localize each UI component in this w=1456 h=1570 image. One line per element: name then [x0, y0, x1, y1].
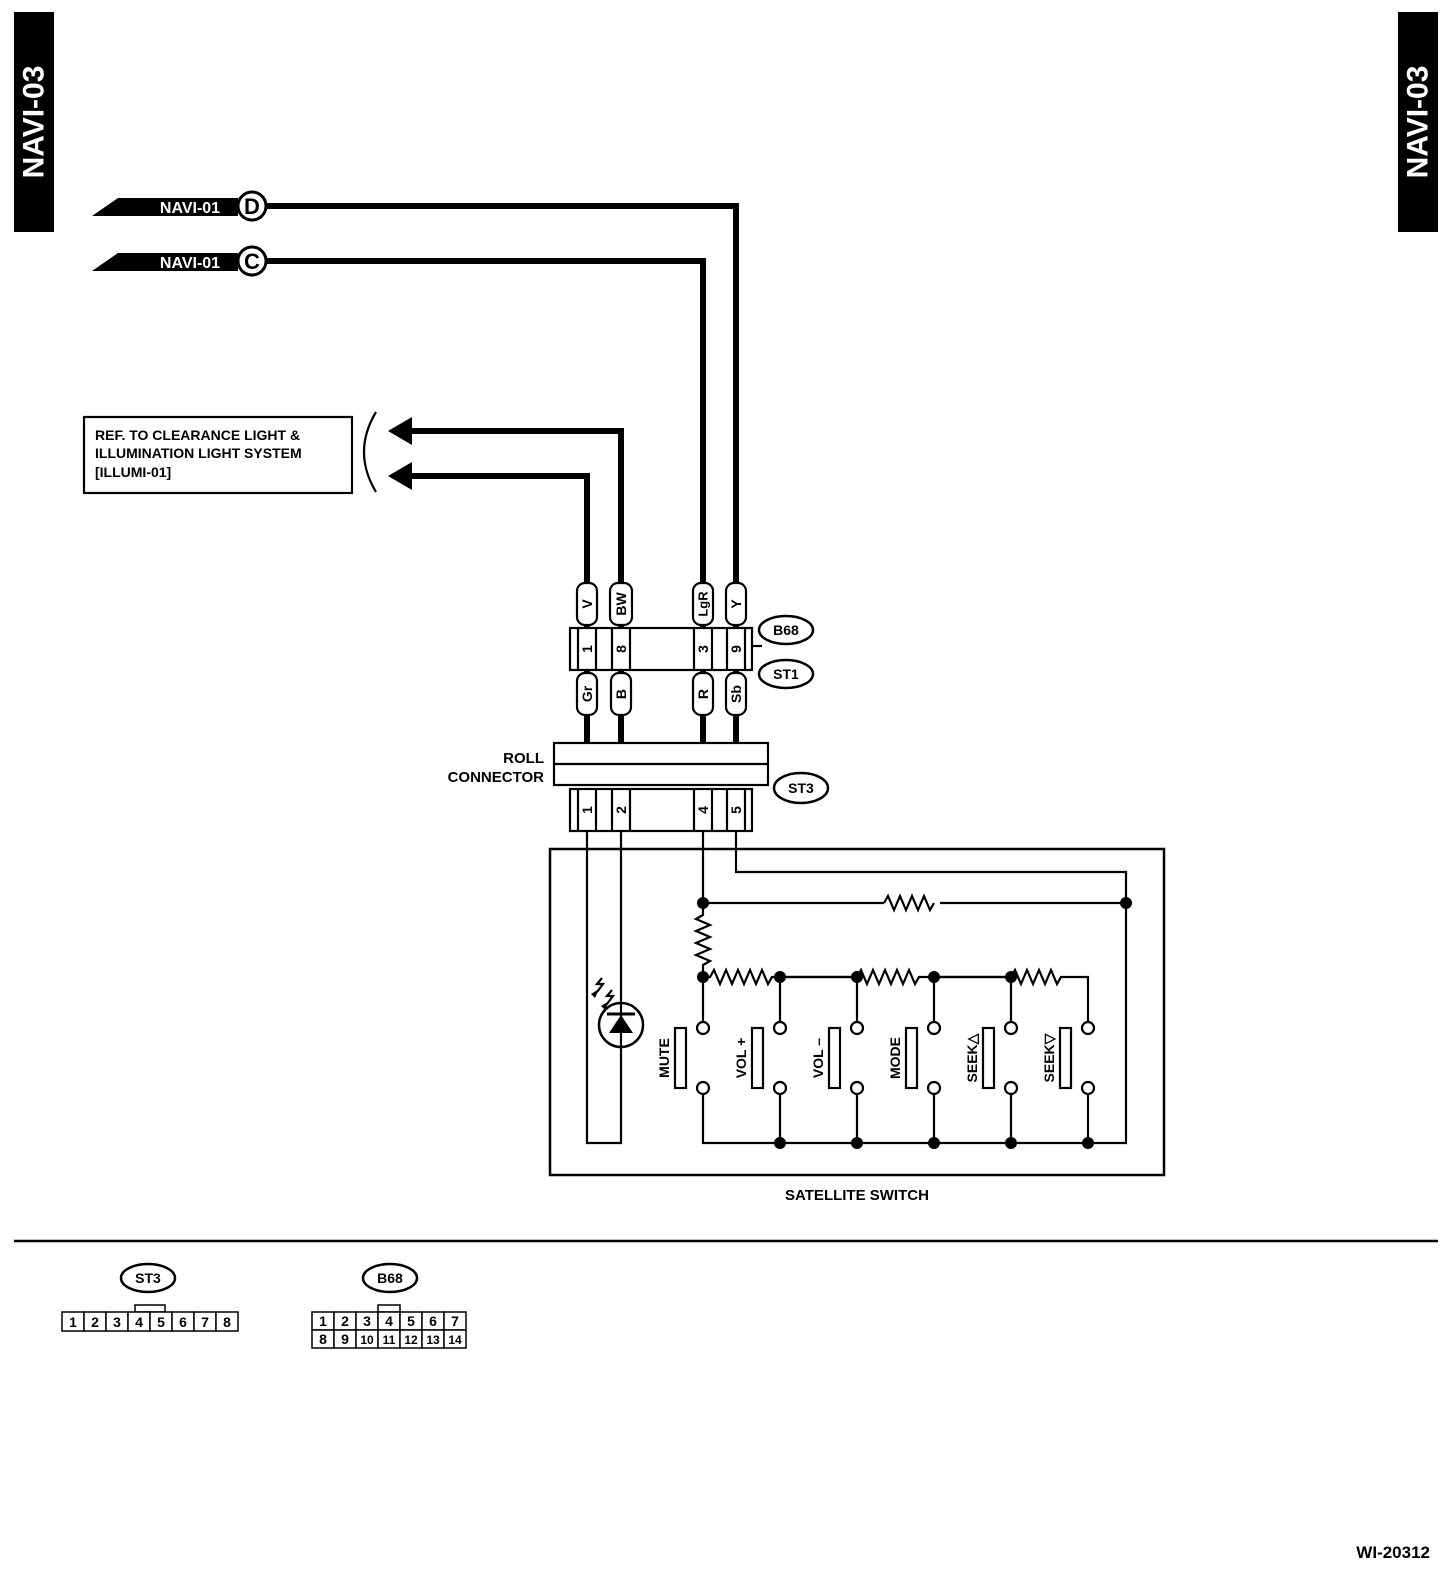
legend-st3-pin: 6	[179, 1314, 187, 1330]
st3-pin-5: 5	[728, 806, 744, 814]
legend-b68-pin: 14	[448, 1333, 462, 1347]
connector-in-d: NAVI-01 D	[92, 190, 268, 222]
reference-box-line1: REF. TO CLEARANCE LIGHT &	[95, 427, 300, 443]
connector-in-c: NAVI-01 C	[92, 245, 268, 277]
legend-st3-pin: 8	[223, 1314, 231, 1330]
side-tab-left-label: NAVI-03	[18, 66, 51, 179]
legend-st3-pin: 3	[113, 1314, 121, 1330]
b68-label: B68	[773, 622, 799, 638]
satellite-switch: SATELLITE SWITCH	[548, 831, 1166, 1204]
b68-pin-8: 8	[613, 645, 629, 653]
reference-box-line2: ILLUMINATION LIGHT SYSTEM	[95, 445, 302, 461]
wire-color-gr: Gr	[579, 685, 595, 702]
wire-color-lgr: LgR	[696, 591, 711, 617]
b68-pin-3: 3	[695, 645, 711, 653]
legend-b68-pin: 13	[426, 1333, 440, 1347]
legend-st3: ST3 1 2 3 4 5 6 7 8	[61, 1262, 239, 1332]
st3-pin-4: 4	[695, 806, 711, 814]
legend-b68-pin: 4	[385, 1313, 393, 1329]
button-vol-minus-label: VOL –	[810, 1038, 826, 1078]
st3-pin-block: 1 2 4 5	[568, 787, 754, 833]
side-tab-left: NAVI-03	[14, 12, 54, 232]
wire-color-v: V	[579, 599, 595, 609]
st1-bottom-wire-labels: Gr B R Sb	[575, 671, 748, 717]
legend-b68-label: B68	[377, 1270, 403, 1286]
legend-b68-pin: 8	[319, 1331, 327, 1347]
legend-b68-pin: 9	[341, 1331, 349, 1347]
roll-connector-label-1: ROLL	[503, 750, 544, 767]
led-icon	[591, 977, 645, 1049]
wire-color-r: R	[695, 689, 711, 699]
legend-b68: B68 1 2 3 4 5 6 7 8 9 10 11 12 13	[311, 1262, 467, 1349]
b68-pin-1: 1	[579, 645, 595, 653]
connector-in-c-letter: C	[244, 249, 260, 274]
wire-color-b: B	[613, 689, 629, 699]
legend-b68-pin: 10	[360, 1333, 374, 1347]
side-tab-right-label: NAVI-03	[1402, 66, 1435, 179]
legend-st3-pin: 2	[91, 1314, 99, 1330]
legend-b68-pin: 6	[429, 1313, 437, 1329]
legend-st3-label: ST3	[135, 1270, 161, 1286]
legend-b68-pin: 3	[363, 1313, 371, 1329]
st3-connector-label: ST3	[788, 780, 814, 796]
wire-color-y: Y	[728, 599, 744, 609]
reference-box-line3: [ILLUMI-01]	[95, 464, 171, 480]
legend-b68-pin: 2	[341, 1313, 349, 1329]
connector-in-d-letter: D	[244, 194, 260, 219]
b68-top-wire-labels: V BW LgR Y	[575, 581, 748, 627]
b68-pin-9: 9	[728, 645, 744, 653]
figure-id: WI-20312	[1356, 1543, 1430, 1562]
button-mode-label: MODE	[887, 1037, 903, 1079]
connector-in-c-ref: NAVI-01	[160, 255, 220, 272]
button-mute-label: MUTE	[656, 1038, 672, 1078]
st3-pin-1: 1	[579, 806, 595, 814]
connector-in-d-ref: NAVI-01	[160, 200, 220, 217]
legend-st3-pin: 1	[69, 1314, 77, 1330]
legend-b68-pin: 1	[319, 1313, 327, 1329]
side-tab-right: NAVI-03	[1398, 12, 1438, 232]
legend-st3-pin: 7	[201, 1314, 209, 1330]
reference-box: REF. TO CLEARANCE LIGHT & ILLUMINATION L…	[82, 411, 377, 495]
wire-color-bw: BW	[613, 592, 629, 616]
legend-b68-pin: 12	[404, 1333, 418, 1347]
st1-label: ST1	[773, 666, 799, 682]
legend-st3-pin: 5	[157, 1314, 165, 1330]
button-vol-plus-label: VOL +	[733, 1038, 749, 1079]
satellite-switch-title: SATELLITE SWITCH	[785, 1187, 929, 1204]
legend-st3-pin: 4	[135, 1314, 143, 1330]
legend-b68-pin: 7	[451, 1313, 459, 1329]
b68-st1-connector: 1 8 3 9 B68 ST1	[568, 614, 815, 690]
legend-b68-pin: 11	[383, 1333, 396, 1347]
st3-pin-2: 2	[613, 806, 629, 814]
button-seek-down-label: SEEK▽	[1041, 1032, 1057, 1082]
wire-color-sb: Sb	[728, 685, 744, 703]
button-seek-up-label: SEEK△	[964, 1032, 980, 1082]
legend-b68-pin: 5	[407, 1313, 415, 1329]
roll-connector-label-2: CONNECTOR	[448, 769, 545, 786]
roll-connector: ROLL CONNECTOR ST3	[448, 741, 830, 805]
